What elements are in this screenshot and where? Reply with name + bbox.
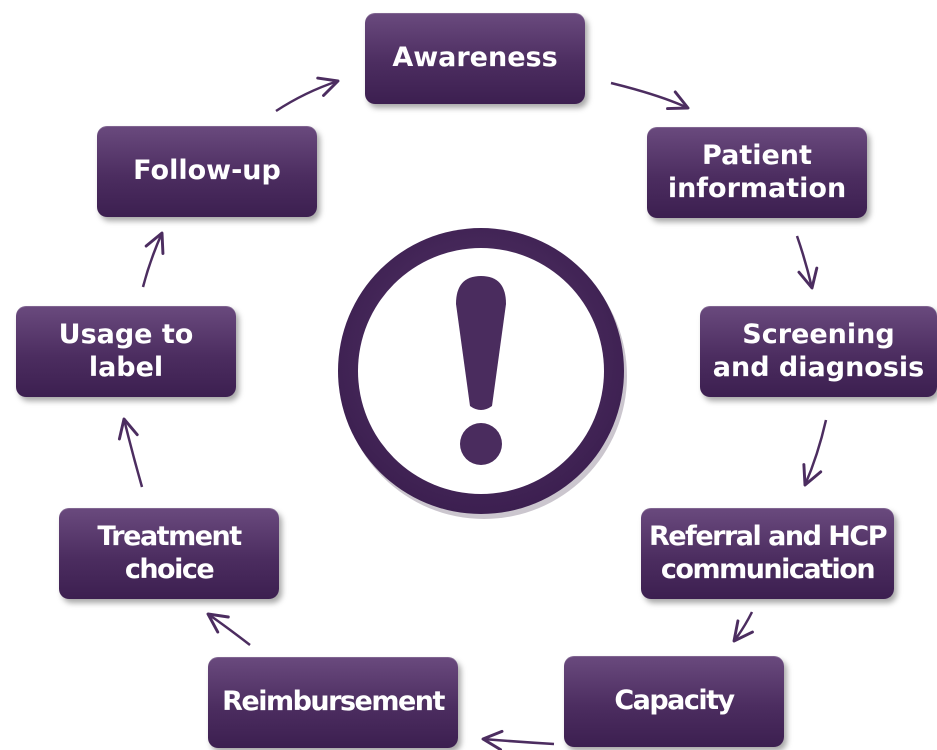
node-reimbursement-label: Reimbursement	[222, 686, 445, 718]
arrow-treatment-choice-to-usage	[117, 417, 144, 488]
exclamation-icon	[338, 228, 627, 519]
node-follow-up-label: Follow-up	[133, 155, 281, 187]
node-reimbursement: Reimbursement	[208, 657, 458, 748]
node-referral-and-hcp-communication: Referral and HCP communication	[641, 508, 894, 599]
arrow-reimbursement-to-treatment-choice	[206, 612, 251, 646]
arrow-usage-to-follow-up	[141, 231, 165, 288]
arrow-patient-information-to-screening	[795, 235, 819, 290]
node-screening-and-diagnosis-label: Screening and diagnosis	[712, 319, 925, 383]
node-capacity: Capacity	[564, 656, 784, 747]
node-patient-information-label: Patient information	[667, 140, 847, 204]
node-awareness-label: Awareness	[392, 42, 558, 74]
node-follow-up: Follow-up	[97, 126, 317, 217]
node-awareness: Awareness	[365, 13, 585, 104]
node-treatment-choice: Treatment choice	[59, 508, 279, 599]
arrow-referral-to-capacity	[732, 611, 754, 643]
node-screening-and-diagnosis: Screening and diagnosis	[700, 306, 937, 397]
node-patient-information: Patient information	[647, 127, 867, 218]
node-usage-to-label-label: Usage to label	[58, 319, 194, 383]
node-referral-and-hcp-communication-label: Referral and HCP communication	[648, 521, 888, 585]
node-capacity-label: Capacity	[614, 685, 735, 717]
arrow-awareness-to-patient-information	[610, 81, 690, 111]
arrow-capacity-to-reimbursement	[481, 729, 555, 750]
arrow-screening-to-referral	[802, 419, 828, 487]
arrow-follow-up-to-awareness	[275, 76, 340, 113]
node-treatment-choice-label: Treatment choice	[97, 521, 242, 585]
node-usage-to-label: Usage to label	[16, 306, 236, 397]
